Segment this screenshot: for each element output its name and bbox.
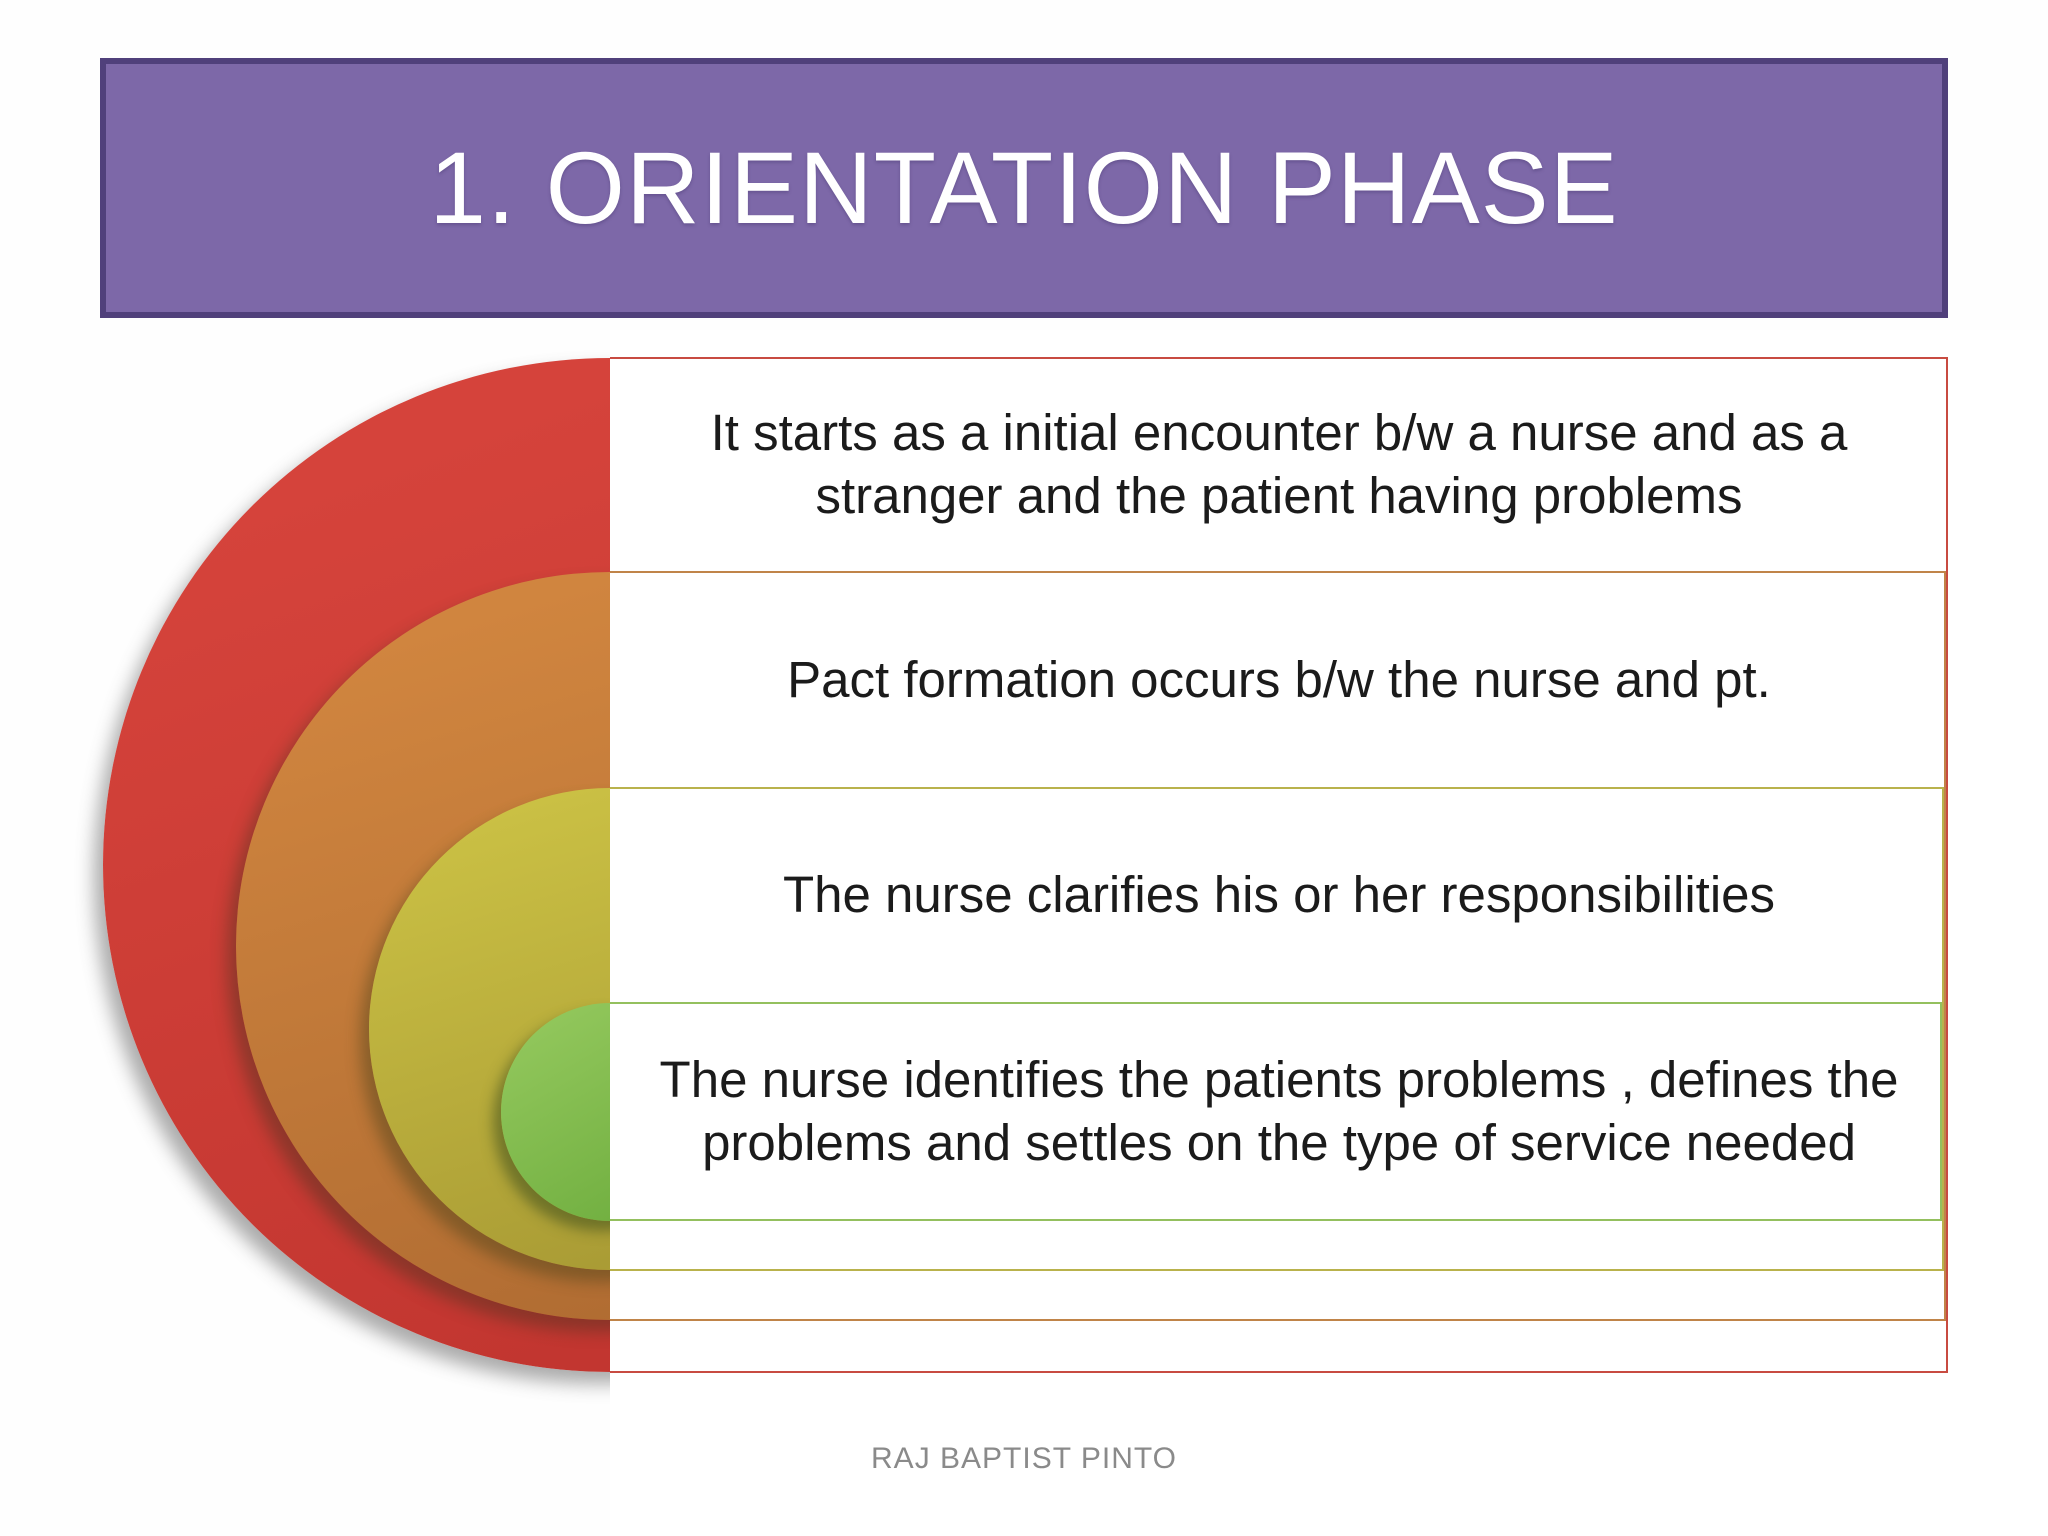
title-banner: 1. ORIENTATION PHASE — [100, 58, 1948, 318]
row-outline-red — [610, 357, 1948, 1373]
row-outline-orange — [610, 571, 1946, 1321]
row-outline-green — [610, 1002, 1942, 1221]
diagram-panel-background — [610, 330, 2048, 1536]
slide-title: 1. ORIENTATION PHASE — [429, 130, 1619, 245]
footer-author: RAJ BAPTIST PINTO — [871, 1442, 1177, 1475]
row-text-green: The nurse identifies the patients proble… — [659, 1051, 1899, 1171]
row-text-orange: Pact formation occurs b/w the nurse and … — [787, 650, 1771, 708]
row-outline-olive — [610, 787, 1944, 1271]
row-text-red: It starts as a initial encounter b/w a n… — [710, 404, 1848, 524]
row-text-olive: The nurse clarifies his or her responsib… — [782, 866, 1776, 924]
